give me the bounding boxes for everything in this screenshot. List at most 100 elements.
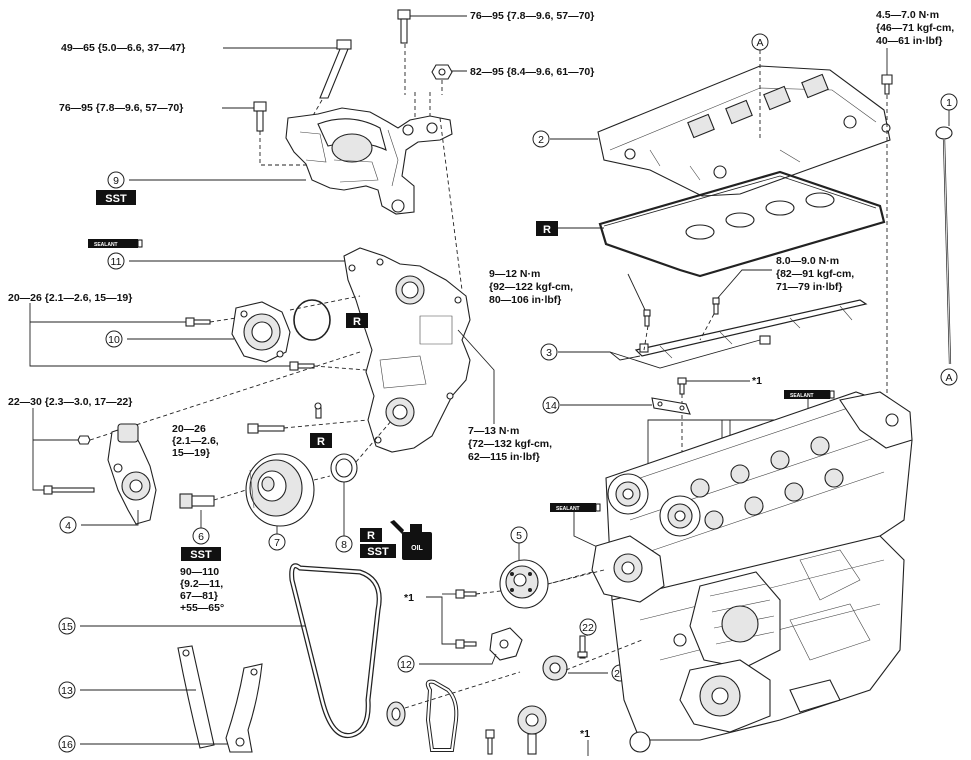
svg-text:4: 4	[65, 520, 71, 532]
svg-text:13: 13	[61, 685, 73, 697]
reuse-badge-mid: R	[310, 433, 332, 448]
callout-6: 6	[192, 527, 210, 545]
svg-text:12: 12	[400, 659, 412, 671]
bolt-tensioner-long	[43, 485, 95, 495]
torque-90-110-1: 90—110	[180, 566, 219, 578]
ref-a-bottom: A	[940, 368, 958, 386]
torque-7-13-3: 62—115 in·lbf}	[468, 451, 540, 463]
bolt-star-12b	[455, 639, 477, 649]
bolt-vacuum-upper	[185, 317, 211, 327]
star-1-bottom: *1	[580, 728, 590, 740]
crankshaft-pulley	[245, 453, 315, 527]
svg-text:SST: SST	[105, 193, 127, 205]
svg-text:14: 14	[545, 400, 557, 412]
bolt-top-center	[397, 9, 411, 44]
callout-7: 7	[268, 533, 286, 551]
bolt-9-12	[643, 309, 651, 327]
callout-3: 3	[540, 343, 558, 361]
o-ring-10	[293, 299, 331, 341]
torque-4-5-line1: 4.5—7.0 N·m	[876, 9, 939, 21]
cylinder-block	[591, 535, 905, 753]
callout-12: 12	[397, 655, 415, 673]
reuse-badge-gasket: R	[536, 221, 558, 236]
ac-compressor	[679, 659, 771, 733]
bolt-head-cover-45	[881, 74, 893, 95]
sst-badge-8: SST	[360, 544, 396, 558]
svg-text:2: 2	[538, 134, 544, 146]
bolt-star-12a	[455, 589, 477, 599]
torque-90-110-3: 67—81}	[180, 590, 218, 602]
callout-15: 15	[58, 617, 76, 635]
callout-14: 14	[542, 396, 560, 414]
svg-text:SEALANT: SEALANT	[790, 393, 814, 399]
torque-20-26-a: 20—26 {2.1—2.6, 15—19}	[8, 292, 132, 304]
svg-text:A: A	[945, 372, 952, 384]
oil-pump-sprocket	[517, 705, 547, 755]
torque-7-13-1: 7—13 N·m	[468, 425, 519, 437]
nut-top	[431, 64, 453, 80]
bolt-lower-mid	[485, 729, 495, 755]
svg-text:R: R	[367, 530, 375, 542]
svg-text:A: A	[756, 37, 763, 49]
callout-16: 16	[58, 735, 76, 753]
crankshaft-pulley-bolt	[179, 493, 215, 509]
torque-20-26-b-2: {2.1—2.6,	[172, 435, 219, 447]
oil-dipstick	[935, 126, 953, 365]
svg-text:OIL: OIL	[411, 545, 423, 552]
cylinder-head-assembly	[605, 391, 913, 621]
bracket-14	[651, 397, 691, 415]
bolt-tensioner-short	[77, 435, 91, 445]
torque-90-110-4: +55—65°	[180, 602, 224, 614]
callout-22: 22	[579, 618, 597, 636]
torque-7-13-2: {72—132 kgf-cm,	[468, 438, 552, 450]
sealant-tube-water-pump: SEALANT	[550, 503, 601, 512]
callout-8: 8	[335, 535, 353, 553]
torque-20-26-b-1: 20—26	[172, 423, 206, 435]
bolt-left-mount	[253, 101, 267, 132]
svg-text:R: R	[543, 224, 551, 236]
sealant-tube-head: SEALANT	[784, 390, 835, 399]
torque-8-0-2: {82—91 kgf-cm,	[776, 268, 854, 280]
callout-11: 11	[107, 252, 125, 270]
star-1-left: *1	[404, 592, 414, 604]
callout-13: 13	[58, 681, 76, 699]
svg-text:SST: SST	[367, 546, 389, 558]
camshaft-lobes	[690, 436, 844, 530]
timing-chain-cover	[343, 247, 471, 453]
svg-text:3: 3	[546, 347, 552, 359]
svg-text:R: R	[353, 316, 361, 328]
torque-49-65: 49—65 {5.0—6.6, 37—47}	[61, 42, 185, 54]
star-1-top: *1	[752, 375, 762, 387]
reuse-badge-10: R	[346, 313, 368, 328]
idler-sprocket	[542, 655, 568, 681]
bolt-vacuum-lower	[289, 361, 315, 371]
svg-text:11: 11	[111, 256, 122, 268]
timing-chain	[289, 563, 382, 739]
svg-text:SST: SST	[190, 549, 212, 561]
sst-badge-6: SST	[181, 547, 221, 561]
oil-can-icon: OIL	[390, 520, 432, 560]
water-pump	[591, 535, 665, 603]
sst-badge-9: SST	[96, 190, 136, 205]
torque-9-12-2: {92—122 kgf-cm,	[489, 281, 573, 293]
engine-harness-bracket	[634, 299, 868, 359]
ref-a-top: A	[751, 33, 769, 51]
alternator	[689, 571, 781, 669]
head-cover-gasket	[598, 170, 886, 278]
torque-8-0-1: 8.0—9.0 N·m	[776, 255, 839, 267]
svg-text:15: 15	[61, 621, 73, 633]
svg-text:SEALANT: SEALANT	[556, 506, 580, 512]
torque-82-95: 82—95 {8.4—9.6, 61—70}	[470, 66, 594, 78]
torque-76-95-top: 76—95 {7.8—9.6, 57—70}	[470, 10, 594, 22]
bolt-long-angled	[319, 39, 352, 99]
callout-9: 9	[107, 171, 125, 189]
tensioner-arm-16	[225, 663, 263, 753]
water-pump-pulley	[499, 559, 549, 609]
torque-76-95-left: 76—95 {7.8—9.6, 57—70}	[59, 102, 183, 114]
reuse-badge-8: R	[360, 528, 382, 542]
svg-text:6: 6	[198, 531, 204, 543]
vacuum-pump	[231, 301, 291, 363]
torque-20-26-b-3: 15—19}	[172, 447, 210, 459]
torque-90-110-2: {9.2—11,	[180, 578, 223, 590]
